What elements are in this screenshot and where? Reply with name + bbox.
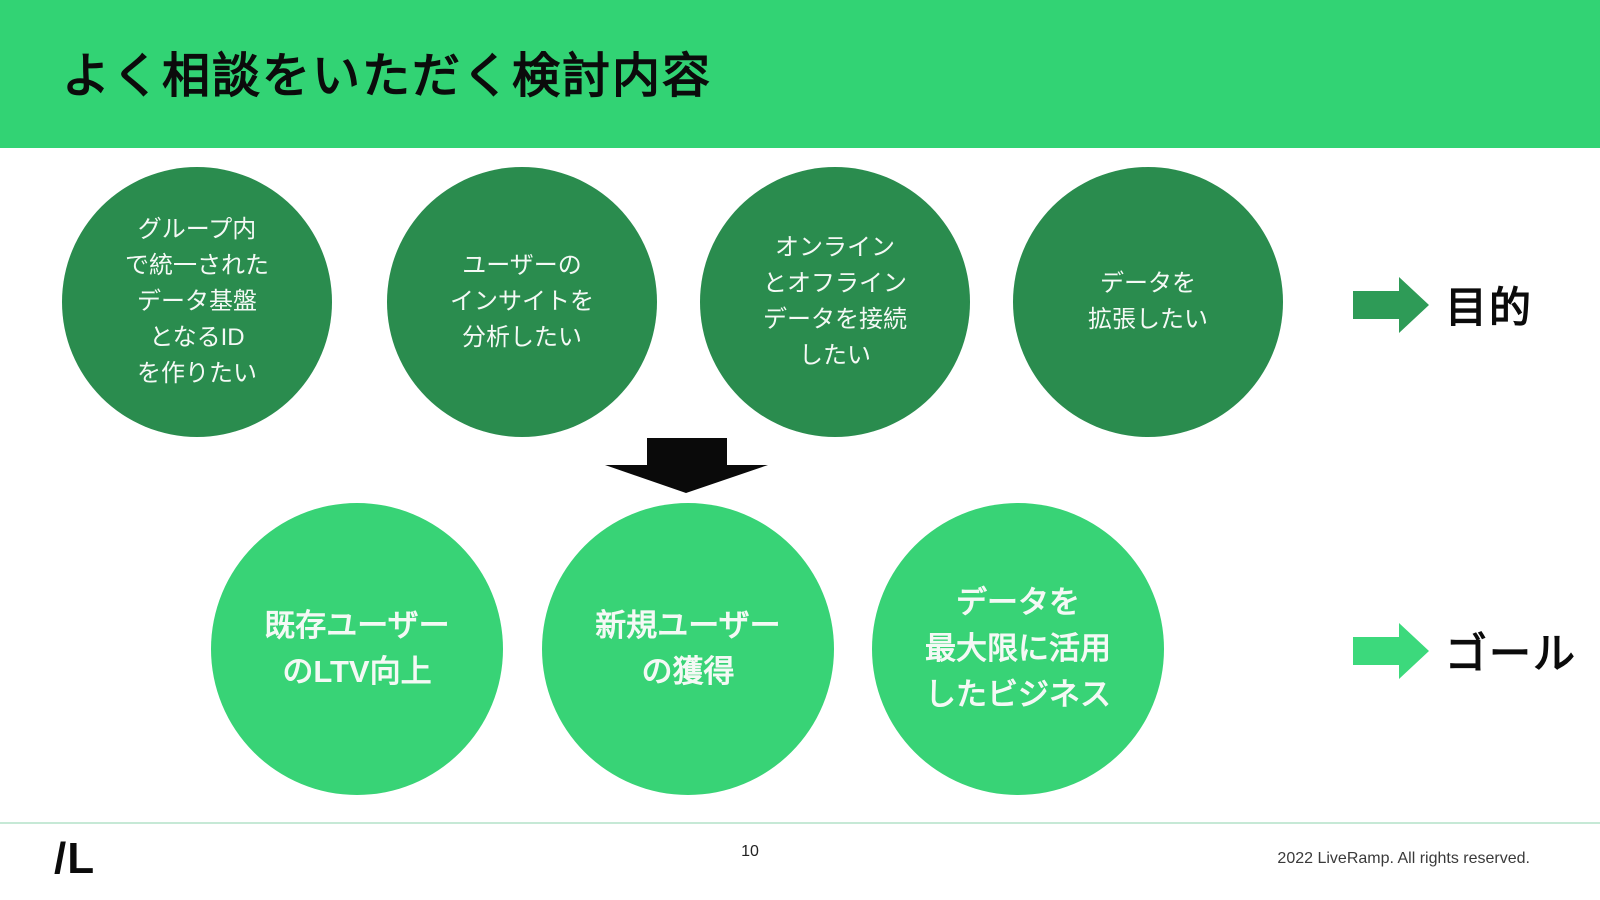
purpose-circle-text: データを 拡張したい <box>1088 270 1208 333</box>
purpose-label: 目的 <box>1445 284 1534 331</box>
right-arrow-icon <box>1353 276 1429 333</box>
purpose-circle-text: オンライン とオフライン データを接続 したい <box>763 234 907 369</box>
purpose-label-group: 目的 <box>1353 274 1533 335</box>
goal-label: ゴール <box>1445 630 1578 677</box>
slide-title: よく相談をいただく検討内容 <box>62 50 713 103</box>
goal-circle-text: 既存ユーザー のLTV向上 <box>264 608 450 689</box>
liveramp-logo: /L <box>54 834 96 883</box>
right-arrow-icon <box>1353 622 1429 679</box>
goal-circle-ltv: 既存ユーザー のLTV向上 <box>211 503 503 795</box>
footer-divider <box>0 822 1600 824</box>
purpose-circle-online-offline: オンライン とオフライン データを接続 したい <box>700 167 970 437</box>
goal-circle-data-business: データを 最大限に活用 したビジネス <box>872 503 1164 795</box>
goal-circle-text: データを 最大限に活用 したビジネス <box>925 585 1111 712</box>
purpose-circle-text: グループ内 で統一された データ基盤 となるID を作りたい <box>125 216 269 387</box>
purpose-circle-unified-id: グループ内 で統一された データ基盤 となるID を作りたい <box>62 167 332 437</box>
purpose-circle-text: ユーザーの インサイトを 分析したい <box>450 252 594 351</box>
purpose-circle-data-expansion: データを 拡張したい <box>1013 167 1283 437</box>
copyright-text: 2022 LiveRamp. All rights reserved. <box>1277 850 1530 867</box>
slide-header: よく相談をいただく検討内容 <box>0 0 1600 148</box>
purpose-circle-user-insight: ユーザーの インサイトを 分析したい <box>387 167 657 437</box>
goal-circle-new-users: 新規ユーザー の獲得 <box>542 503 834 795</box>
down-arrow-icon <box>605 438 768 493</box>
goal-circle-text: 新規ユーザー の獲得 <box>595 608 781 689</box>
page-number: 10 <box>741 843 759 860</box>
goal-label-group: ゴール <box>1353 620 1577 681</box>
